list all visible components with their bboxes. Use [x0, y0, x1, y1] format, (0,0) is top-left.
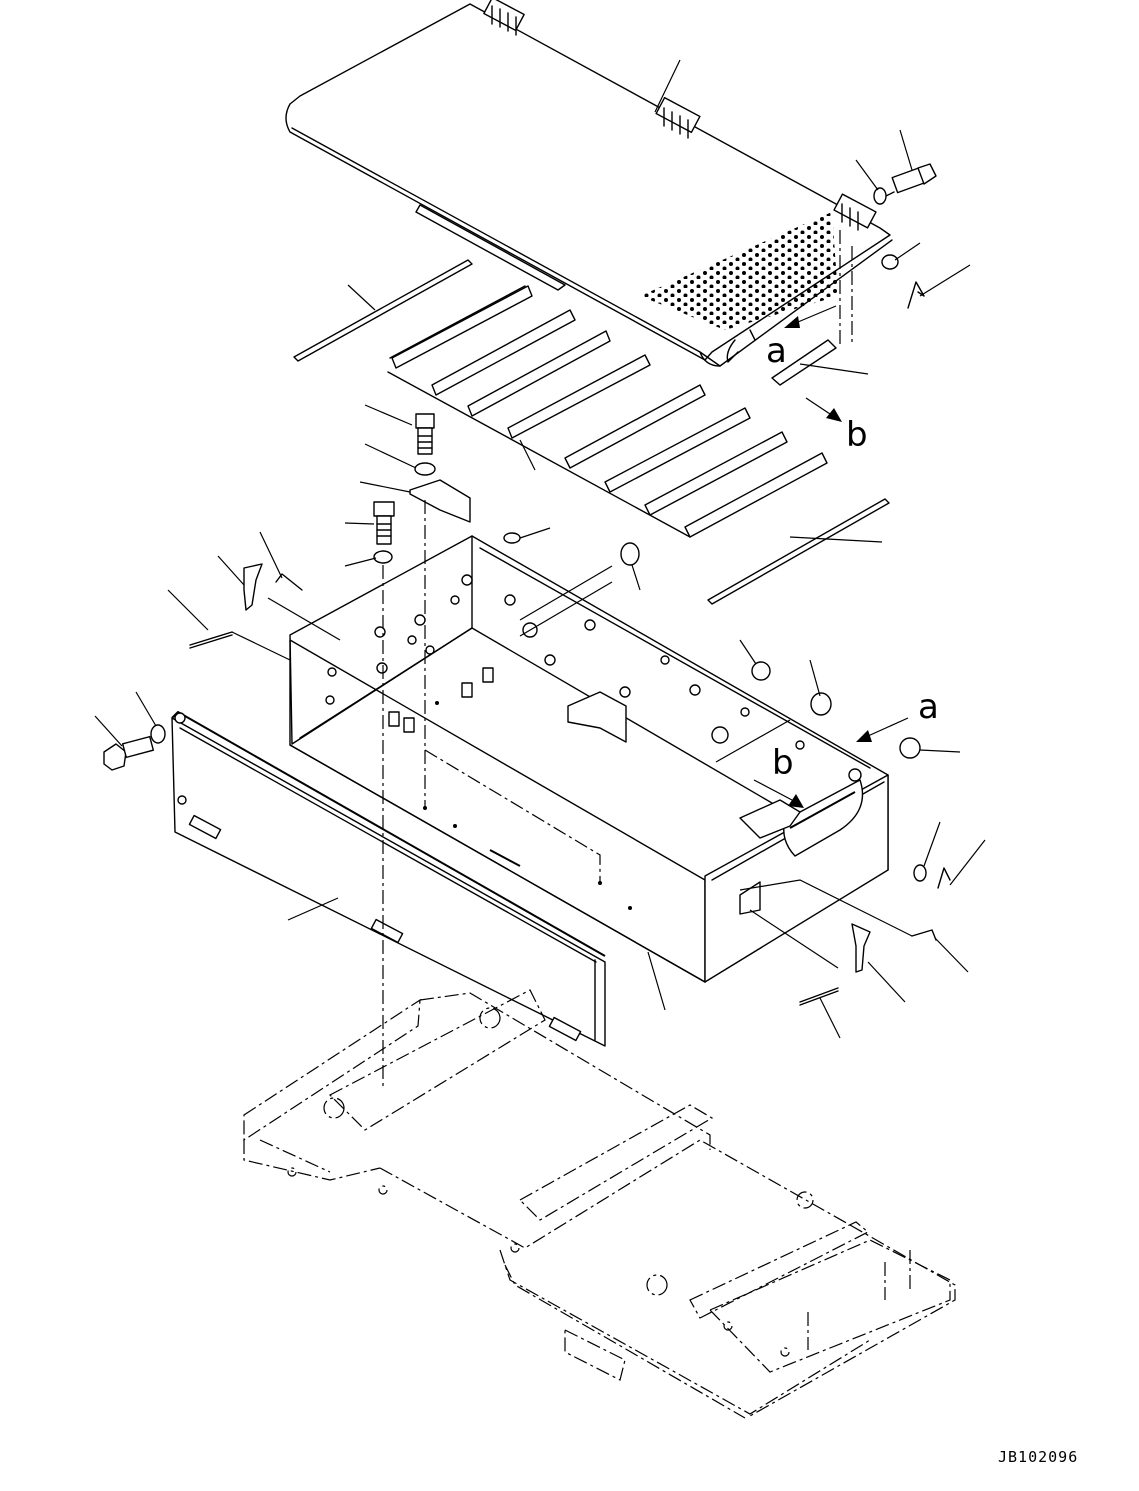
- hinge-icon: [833, 193, 877, 231]
- seal-strip-left: [293, 259, 473, 362]
- seal-strip-right: [707, 498, 890, 605]
- leader-lines: [94, 59, 986, 1039]
- arrow-a-box: [856, 717, 909, 742]
- floor-studs: [388, 667, 632, 910]
- bolt-icon: [103, 735, 155, 771]
- callout-b-label: b: [846, 415, 868, 455]
- washer-icon: [503, 532, 521, 544]
- arrow-b-box: [753, 779, 804, 808]
- pin-icon: [799, 987, 839, 1006]
- washer-icon: [150, 724, 166, 744]
- mounting-holes: [504, 594, 862, 782]
- mat-panel: [387, 285, 828, 538]
- washer-icon: [899, 737, 921, 759]
- callout-a-label: a: [766, 331, 787, 371]
- alignment-centerlines: [382, 230, 853, 1088]
- nut-icon: [881, 254, 899, 270]
- nut-icon: [913, 864, 927, 882]
- callout-b-label: b: [772, 743, 794, 783]
- hinge-icon: [655, 96, 701, 139]
- hinge-bracket: [409, 479, 471, 523]
- arrow-a-top: [784, 305, 837, 328]
- hinge-icon: [483, 0, 525, 36]
- storage-box: [289, 535, 889, 983]
- floor-frame-reference: [243, 989, 956, 1419]
- pin-icon: [189, 631, 233, 649]
- cotter-pin-icon: [275, 573, 303, 591]
- bolt-icon: [373, 501, 395, 545]
- top-cover: [285, 0, 893, 367]
- washer-icon: [414, 462, 436, 476]
- washer-icon: [620, 542, 640, 566]
- arrow-b-top: [805, 397, 842, 422]
- washer-icon: [373, 550, 393, 564]
- mat-strip: [391, 285, 828, 538]
- front-skirt-panel: [171, 711, 606, 1047]
- cotter-pin-icon: [911, 929, 937, 941]
- latch-icon: [851, 923, 871, 973]
- perforation-area: [640, 212, 838, 330]
- rod-icon: [771, 339, 837, 386]
- cotter-pin-icon: [907, 281, 925, 309]
- cotter-pin-icon: [937, 867, 951, 889]
- latch-icon: [243, 563, 263, 611]
- washer-icon: [873, 187, 887, 205]
- assembly-guides: [231, 565, 913, 969]
- washer-icon: [751, 661, 771, 681]
- bolt-icon: [415, 413, 435, 455]
- callout-a-label: a: [918, 687, 939, 727]
- washer-icon: [810, 692, 832, 716]
- bolt-icon: [885, 163, 937, 197]
- mounting-holes: [325, 574, 473, 705]
- drawing-number: JB102096: [998, 1448, 1078, 1466]
